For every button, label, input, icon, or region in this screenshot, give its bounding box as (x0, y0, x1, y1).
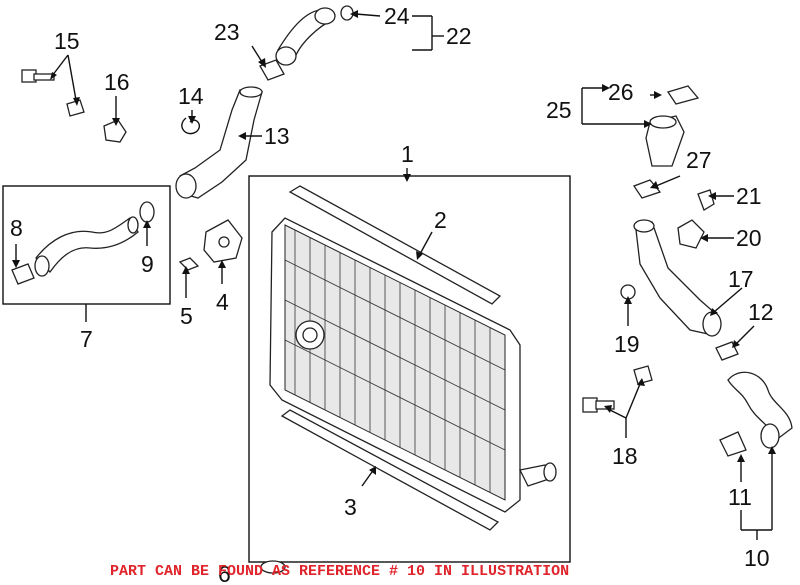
seal-ring-9 (139, 201, 155, 223)
seal-ring-24 (340, 5, 354, 21)
callout-12: 12 (748, 299, 774, 325)
upper-seal-strip (288, 185, 502, 305)
seal-part-6 (260, 560, 286, 574)
callout-3: 3 (344, 494, 357, 520)
callout-21: 21 (736, 183, 762, 209)
grommet-part-18 (633, 365, 653, 385)
callout-1: 1 (401, 141, 414, 167)
callout-8: 8 (10, 215, 23, 241)
callout-19: 19 (614, 331, 640, 357)
clip-part-14 (181, 117, 200, 135)
clamp-part-11 (719, 431, 747, 457)
bracket-part-4 (203, 219, 243, 263)
clamp-part-8 (11, 263, 35, 285)
leader-lines (15, 13, 773, 540)
callout-14: 14 (178, 83, 204, 109)
callout-22: 22 (446, 23, 472, 49)
pipe-part-17 (633, 219, 722, 337)
callout-27: 27 (686, 147, 712, 173)
callout-20: 20 (736, 225, 762, 251)
bolt-part-15 (21, 69, 55, 83)
hose-part-25 (645, 115, 685, 167)
lower-seal-strip (280, 409, 500, 531)
callout-16: 16 (104, 69, 130, 95)
callout-25: 25 (546, 97, 572, 123)
callout-11: 11 (728, 484, 752, 510)
callout-5: 5 (180, 303, 193, 329)
leader-arrows (12, 10, 776, 475)
intercooler-part (269, 217, 557, 513)
callout-24: 24 (384, 3, 410, 29)
pipe-part-22 (275, 7, 336, 66)
callout-7: 7 (80, 326, 93, 352)
callout-6: 6 (218, 561, 231, 585)
charge-pipe-13 (175, 86, 263, 199)
bolt-part-18 (582, 397, 615, 413)
clamp-part-26 (666, 85, 700, 105)
sensor-part-20 (677, 219, 705, 249)
callout-10: 10 (744, 545, 770, 571)
callout-26: 26 (608, 79, 634, 105)
callout-13: 13 (264, 123, 290, 149)
footer-note: PART CAN BE FOUND AS REFERENCE # 10 IN I… (110, 563, 569, 580)
callout-17: 17 (728, 266, 754, 292)
callout-9: 9 (141, 251, 154, 277)
callout-18: 18 (612, 443, 638, 469)
screw-part-5 (178, 257, 200, 271)
callout-2: 2 (434, 207, 447, 233)
callout-23: 23 (214, 19, 240, 45)
hose-part-8 (34, 216, 139, 277)
clamp-part-23 (259, 59, 285, 81)
bolt-part-21 (697, 189, 715, 211)
callout-15: 15 (54, 28, 80, 54)
hose-part-10 (727, 371, 793, 449)
callout-4: 4 (216, 289, 229, 315)
